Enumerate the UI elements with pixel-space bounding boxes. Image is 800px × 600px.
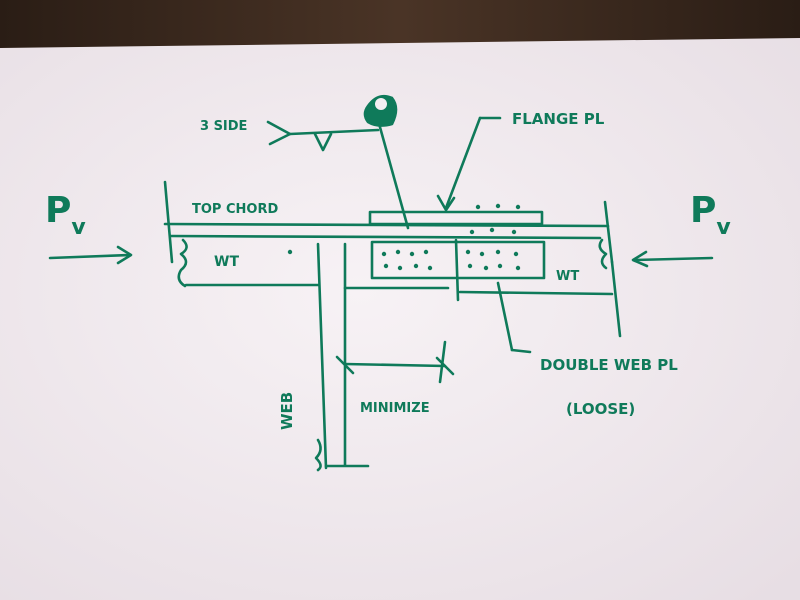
top-chord-label: TOP CHORD <box>192 202 278 217</box>
left-load-arrow <box>48 253 132 260</box>
right-break-line <box>598 238 608 270</box>
bolt-pattern <box>287 203 521 271</box>
left-break-line <box>177 238 188 288</box>
drawing-lines <box>48 94 714 472</box>
pv-left-label: Pv <box>45 190 86 240</box>
web-member-left <box>316 242 328 470</box>
pv-right-label: Pv <box>690 190 731 240</box>
loose-label: (LOOSE) <box>566 400 635 418</box>
double-web-pl-leader <box>496 281 514 352</box>
wt-left-label: WT <box>214 254 239 270</box>
flange-pl-label: FLANGE PL <box>512 110 605 128</box>
wt-right-label: WT <box>556 269 579 284</box>
right-load-arrow <box>633 256 714 262</box>
flange-plate <box>368 210 544 226</box>
double-web-pl-label: DOUBLE WEB PL <box>540 356 678 374</box>
minimize-label: MINIMIZE <box>360 401 430 416</box>
web-label: WEB <box>278 392 296 430</box>
paper-sheet <box>0 38 800 600</box>
weld-leader <box>376 118 410 230</box>
flange-pl-leader <box>444 116 482 210</box>
three-side-weld-label: 3 SIDE <box>200 119 247 134</box>
